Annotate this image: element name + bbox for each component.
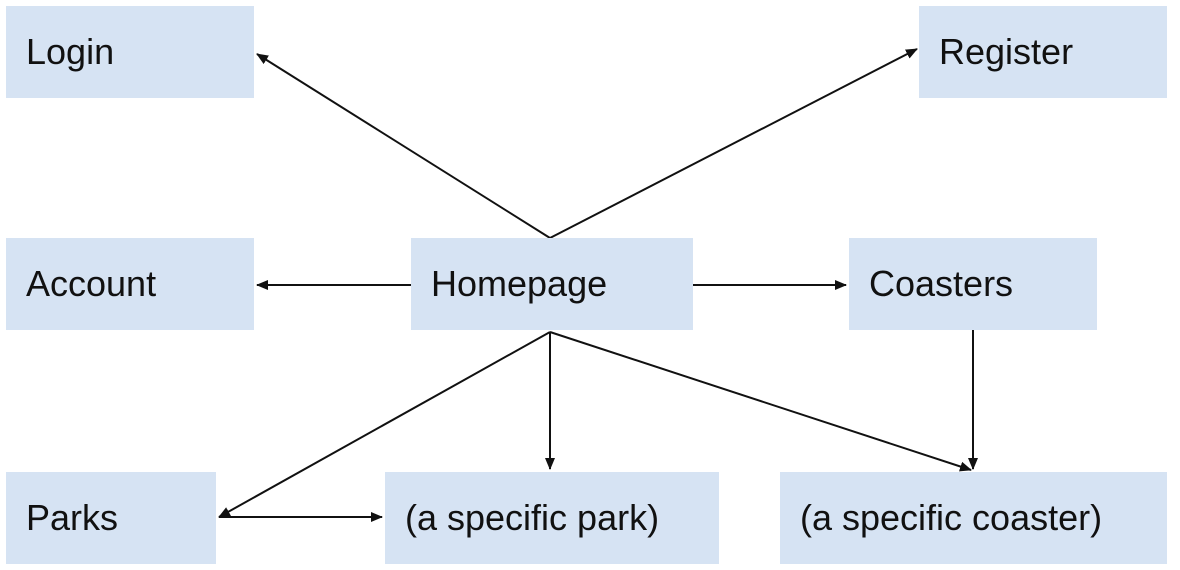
node-register-label: Register: [939, 31, 1074, 72]
edge-homepage-specific-coaster: [549, 331, 972, 472]
node-parks: Parks: [6, 472, 216, 564]
node-login-label: Login: [26, 31, 115, 72]
node-login: Login: [6, 6, 254, 98]
edge-homepage-login: [256, 53, 551, 239]
node-specific-park: (a specific park): [385, 472, 719, 564]
node-coasters: Coasters: [849, 238, 1097, 330]
node-register: Register: [919, 6, 1167, 98]
node-parks-label: Parks: [26, 497, 119, 538]
edge-homepage-parks: [218, 331, 551, 518]
node-specific-park-label: (a specific park): [405, 497, 660, 538]
node-specific-coaster-label: (a specific coaster): [800, 497, 1103, 538]
node-account-label: Account: [26, 263, 157, 304]
node-account: Account: [6, 238, 254, 330]
edge-homepage-register: [549, 48, 918, 239]
node-coasters-label: Coasters: [869, 263, 1014, 304]
node-homepage: Homepage: [411, 238, 693, 330]
node-homepage-label: Homepage: [431, 263, 608, 304]
node-specific-coaster: (a specific coaster): [780, 472, 1167, 564]
